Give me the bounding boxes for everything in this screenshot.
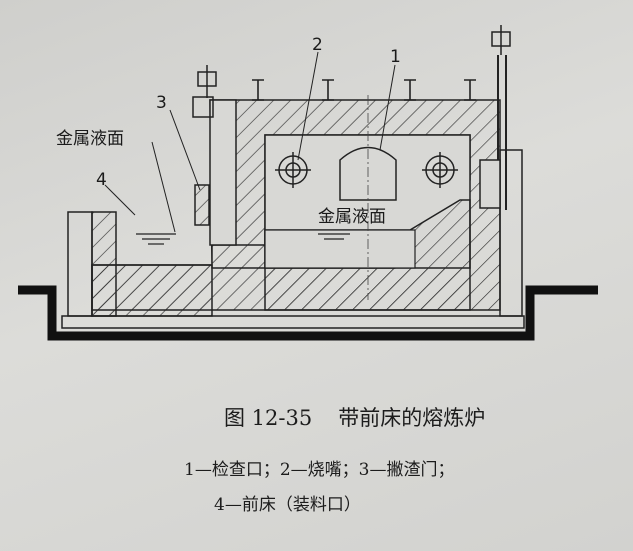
front-bed-outer-wall [67, 211, 93, 317]
burner-icon [275, 152, 458, 188]
left-top-block [192, 96, 214, 118]
label-metal-surface-center: 金属液面 [318, 207, 386, 227]
base-slab [61, 315, 525, 329]
legend-line-1: 1—检查口；2—烧嘴；3—撇渣门； [184, 460, 455, 480]
right-wall [499, 149, 523, 317]
skim-door [194, 184, 210, 226]
hearth-liquid [264, 229, 416, 269]
label-4: 4 [96, 170, 107, 190]
figure-title: 带前床的熔炼炉 [338, 406, 486, 430]
label-2: 2 [312, 35, 323, 55]
i-beam-icons [252, 79, 476, 101]
legend-line-2: 4—前床（装料口） [214, 495, 361, 515]
figure-caption: 图 12-35 带前床的熔炼炉 [224, 402, 485, 432]
left-wall [209, 99, 237, 246]
label-1: 1 [390, 47, 401, 67]
valve-icon [197, 25, 511, 98]
liquid-surface-marks [136, 233, 350, 245]
leader-lines [104, 51, 396, 233]
figure-number: 图 12-35 [224, 406, 313, 430]
foundation-outline [18, 285, 598, 341]
right-port [479, 159, 501, 209]
label-3: 3 [156, 93, 167, 113]
label-metal-surface-left: 金属液面 [56, 129, 124, 149]
